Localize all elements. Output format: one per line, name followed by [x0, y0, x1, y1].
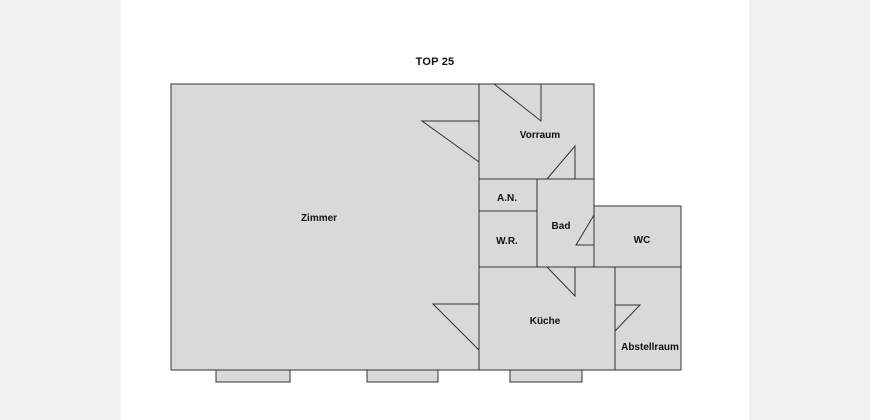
- label-kueche: Küche: [530, 316, 561, 327]
- door-swing-zimmer-lower: [431, 303, 480, 351]
- room-abstellraum: [614, 266, 682, 371]
- room-kueche: [478, 266, 616, 371]
- window-zimmer-right: [366, 369, 439, 383]
- label-wc: WC: [634, 235, 651, 246]
- label-zimmer: Zimmer: [301, 213, 337, 224]
- door-swing-abstellraum: [614, 304, 642, 332]
- label-an: A.N.: [497, 193, 517, 204]
- door-swing-kueche: [546, 266, 576, 298]
- door-swing-vorraum-bottom: [546, 144, 576, 180]
- plan-title: TOP 25: [415, 56, 455, 68]
- room-zimmer: [170, 83, 480, 371]
- label-bad: Bad: [552, 221, 571, 232]
- window-kueche: [509, 369, 583, 383]
- door-swing-vorraum-top: [493, 83, 542, 123]
- door-swing-bad: [575, 214, 595, 246]
- label-vorraum: Vorraum: [520, 130, 560, 141]
- door-swing-zimmer-upper: [420, 120, 480, 163]
- label-wr: W.R.: [496, 236, 518, 247]
- label-abstellraum: Abstellraum: [621, 342, 679, 353]
- window-zimmer-left: [215, 369, 291, 383]
